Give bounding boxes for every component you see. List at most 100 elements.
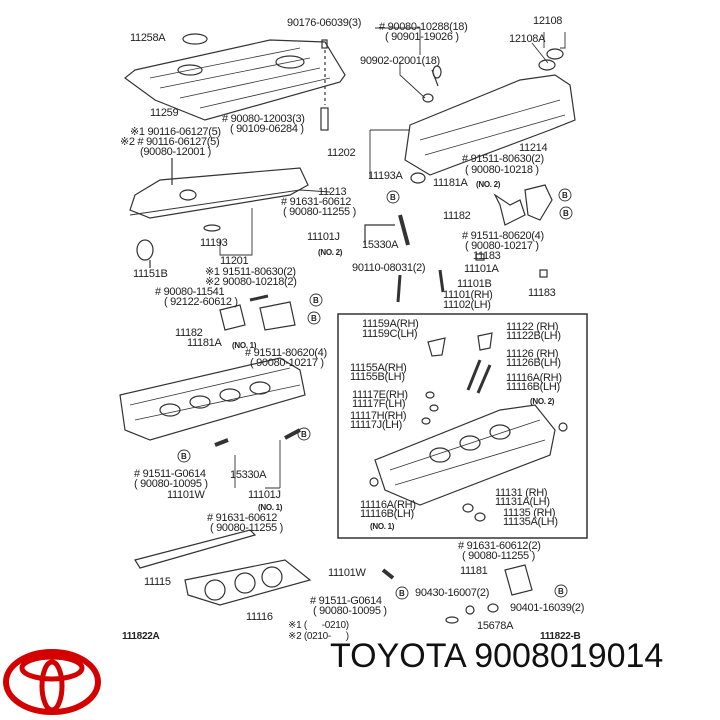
part-label: 11116B(LH) <box>506 381 560 393</box>
part-label: 11115 <box>144 576 171 588</box>
part-label: 11181A <box>433 177 468 189</box>
marker-b: B <box>311 314 317 323</box>
marker-b: B <box>181 452 187 461</box>
part-label: 12108A <box>509 33 546 45</box>
exploded-parts-drawing <box>119 27 588 624</box>
part-label-note: (NO. 2) <box>476 180 501 189</box>
marker-b: B <box>399 589 405 598</box>
part-label: # 91511-80630(2) <box>462 153 544 165</box>
head-gasket-11116 <box>184 559 312 606</box>
part-label: 11135 (RH) <box>503 507 556 519</box>
part-label: 11201 <box>220 255 249 267</box>
part-label: ( 90080-11255 ) <box>283 206 356 218</box>
part-label: 11155B(LH) <box>350 371 405 383</box>
toyota-logo-icon <box>3 649 101 715</box>
part-label: 11135A(LH) <box>503 516 558 528</box>
diagram-code-right: 111822-B <box>540 631 581 642</box>
part-label: 90176-06039(3) <box>287 17 362 29</box>
part-label: ※1 90116-06127(5) <box>130 126 221 138</box>
part-label: 11116 <box>246 611 273 623</box>
part-label: 90902-02001(18) <box>360 55 440 67</box>
part-label: # 91511-G0614 <box>134 468 206 480</box>
part-label: 12108 <box>533 15 563 27</box>
part-label: 11159A(RH) <box>362 318 419 330</box>
part-label: 11131 (RH) <box>495 487 548 499</box>
part-label: 11122B(LH) <box>506 330 561 342</box>
part-label: 11117E(RH) <box>352 389 408 401</box>
part-label: 11102(LH) <box>443 299 491 311</box>
part-label-note: (NO. 1) <box>370 522 395 531</box>
part-label-note: (NO. 1) <box>258 503 283 512</box>
part-label: ※2 # 90116-06127(5) <box>120 136 220 148</box>
marker-b: B <box>558 587 564 596</box>
bracket-11182-lh <box>219 304 246 331</box>
legend-note-1: ※1 ( -0210) <box>288 620 349 631</box>
part-label: 11101(RH) <box>443 289 493 301</box>
part-label-note: (NO. 2) <box>530 397 555 406</box>
part-label: 11151B <box>133 268 168 280</box>
part-label: 11117J(LH) <box>350 419 403 431</box>
part-label: ( 90901-19026 ) <box>385 31 459 43</box>
connection-markers <box>177 188 573 600</box>
marker-b: B <box>313 296 319 305</box>
part-label: # 90080-12003(3) <box>222 113 305 125</box>
part-label: 11116B(LH) <box>360 508 414 520</box>
marker-b: B <box>562 191 568 200</box>
part-label-note: (NO. 1) <box>232 341 257 350</box>
part-label: ( 90080-11255 ) <box>462 550 535 562</box>
part-label: # 91631-60612 <box>207 512 278 524</box>
part-label: # 91631-60612(2) <box>458 540 541 552</box>
part-label: 90401-16039(2) <box>510 602 585 614</box>
cylinder-head-lh <box>119 357 306 441</box>
part-label: 11116A(RH) <box>506 372 562 384</box>
cylinder-head-rh <box>374 404 556 506</box>
spark-plug <box>320 107 329 131</box>
cylinder-head-rh-group-box <box>337 313 588 539</box>
part-label: 11131A(LH) <box>495 496 550 508</box>
part-label: # 90080-11541 <box>155 286 225 298</box>
part-label: 15330A <box>362 239 399 251</box>
bracket-11181 <box>504 564 533 596</box>
part-label: 15678A <box>477 620 514 632</box>
part-label: 11193 <box>200 237 228 249</box>
engine-cover-11259 <box>124 39 346 121</box>
legend-note-2: ※2 (0210- ) <box>288 631 349 642</box>
part-label: ( 90080-11255 ) <box>210 522 283 534</box>
part-label: 11213 <box>318 186 347 198</box>
part-label: ( 90080-10218 ) <box>465 164 539 176</box>
part-label: 11117F(LH) <box>352 398 406 410</box>
part-label: 11183 <box>473 250 501 262</box>
part-label: 11117H(RH) <box>350 410 407 422</box>
brand-name: TOYOTA <box>330 637 465 675</box>
part-label: # 91511-80620(4) <box>245 347 327 359</box>
marker-b: B <box>563 209 569 218</box>
part-label: ※1 91511-80630(2) <box>205 266 296 278</box>
valve-cover-rh <box>404 74 576 176</box>
part-label: # 91511-G0614 <box>310 595 382 607</box>
part-label: ( 90080-10217 ) <box>465 240 539 252</box>
part-label: 11155A(RH) <box>350 362 407 374</box>
part-label: 11101W <box>328 567 366 579</box>
part-label: 11122 (RH) <box>506 321 559 333</box>
part-label: ( 90080-10217 ) <box>250 357 324 369</box>
part-label: 11159C(LH) <box>362 328 418 340</box>
part-label: 11126B(LH) <box>506 357 561 369</box>
part-label: 11259 <box>150 107 179 119</box>
part-label: 11258A <box>130 32 166 44</box>
part-label: # 90080-10288(18) <box>379 21 468 33</box>
oil-seal-11151B <box>136 239 154 261</box>
part-number: 9008019014 <box>474 637 664 675</box>
part-label: # 91631-60612 <box>281 196 352 208</box>
part-label: 90430-16007(2) <box>415 587 490 599</box>
marker-b: B <box>301 430 307 439</box>
part-label: # 91511-80620(4) <box>462 230 544 242</box>
part-label: 11101A <box>464 263 499 275</box>
part-label: 11116A(RH) <box>360 499 416 511</box>
part-label: 11101J <box>307 231 340 243</box>
part-label: ( 90080-10095 ) <box>134 478 208 490</box>
part-label: 11202 <box>327 147 356 159</box>
part-label: (90080-12001 ) <box>140 146 212 158</box>
part-label: 11193A <box>368 170 403 182</box>
part-label: 11101B <box>457 278 492 290</box>
